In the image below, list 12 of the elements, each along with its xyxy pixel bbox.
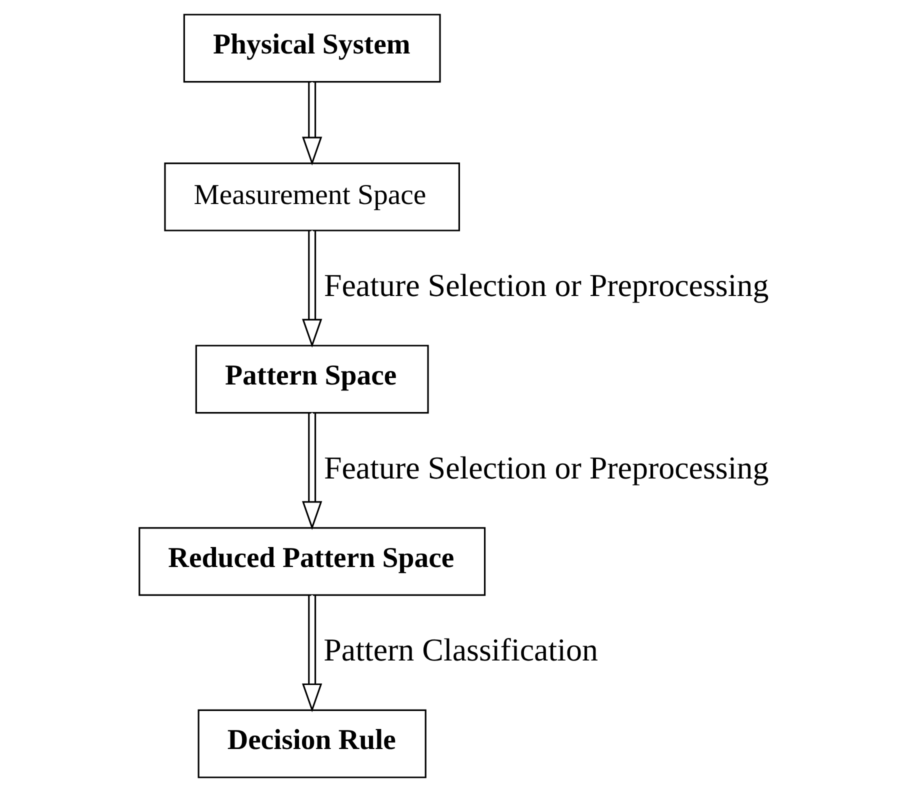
edge-label: Pattern Classification	[324, 632, 598, 668]
arrow	[302, 412, 322, 530]
node-box: Measurement Space	[164, 162, 460, 232]
edge-label: Feature Selection or Preprocessing	[324, 450, 769, 486]
node-box: Physical System	[183, 14, 441, 83]
arrow	[302, 82, 322, 166]
edge-label: Feature Selection or Preprocessing	[324, 268, 769, 304]
node-box: Decision Rule	[198, 709, 426, 778]
node-box: Pattern Space	[195, 344, 429, 414]
arrow	[302, 595, 322, 712]
arrow	[302, 230, 322, 348]
node-box: Reduced Pattern Space	[138, 527, 486, 596]
